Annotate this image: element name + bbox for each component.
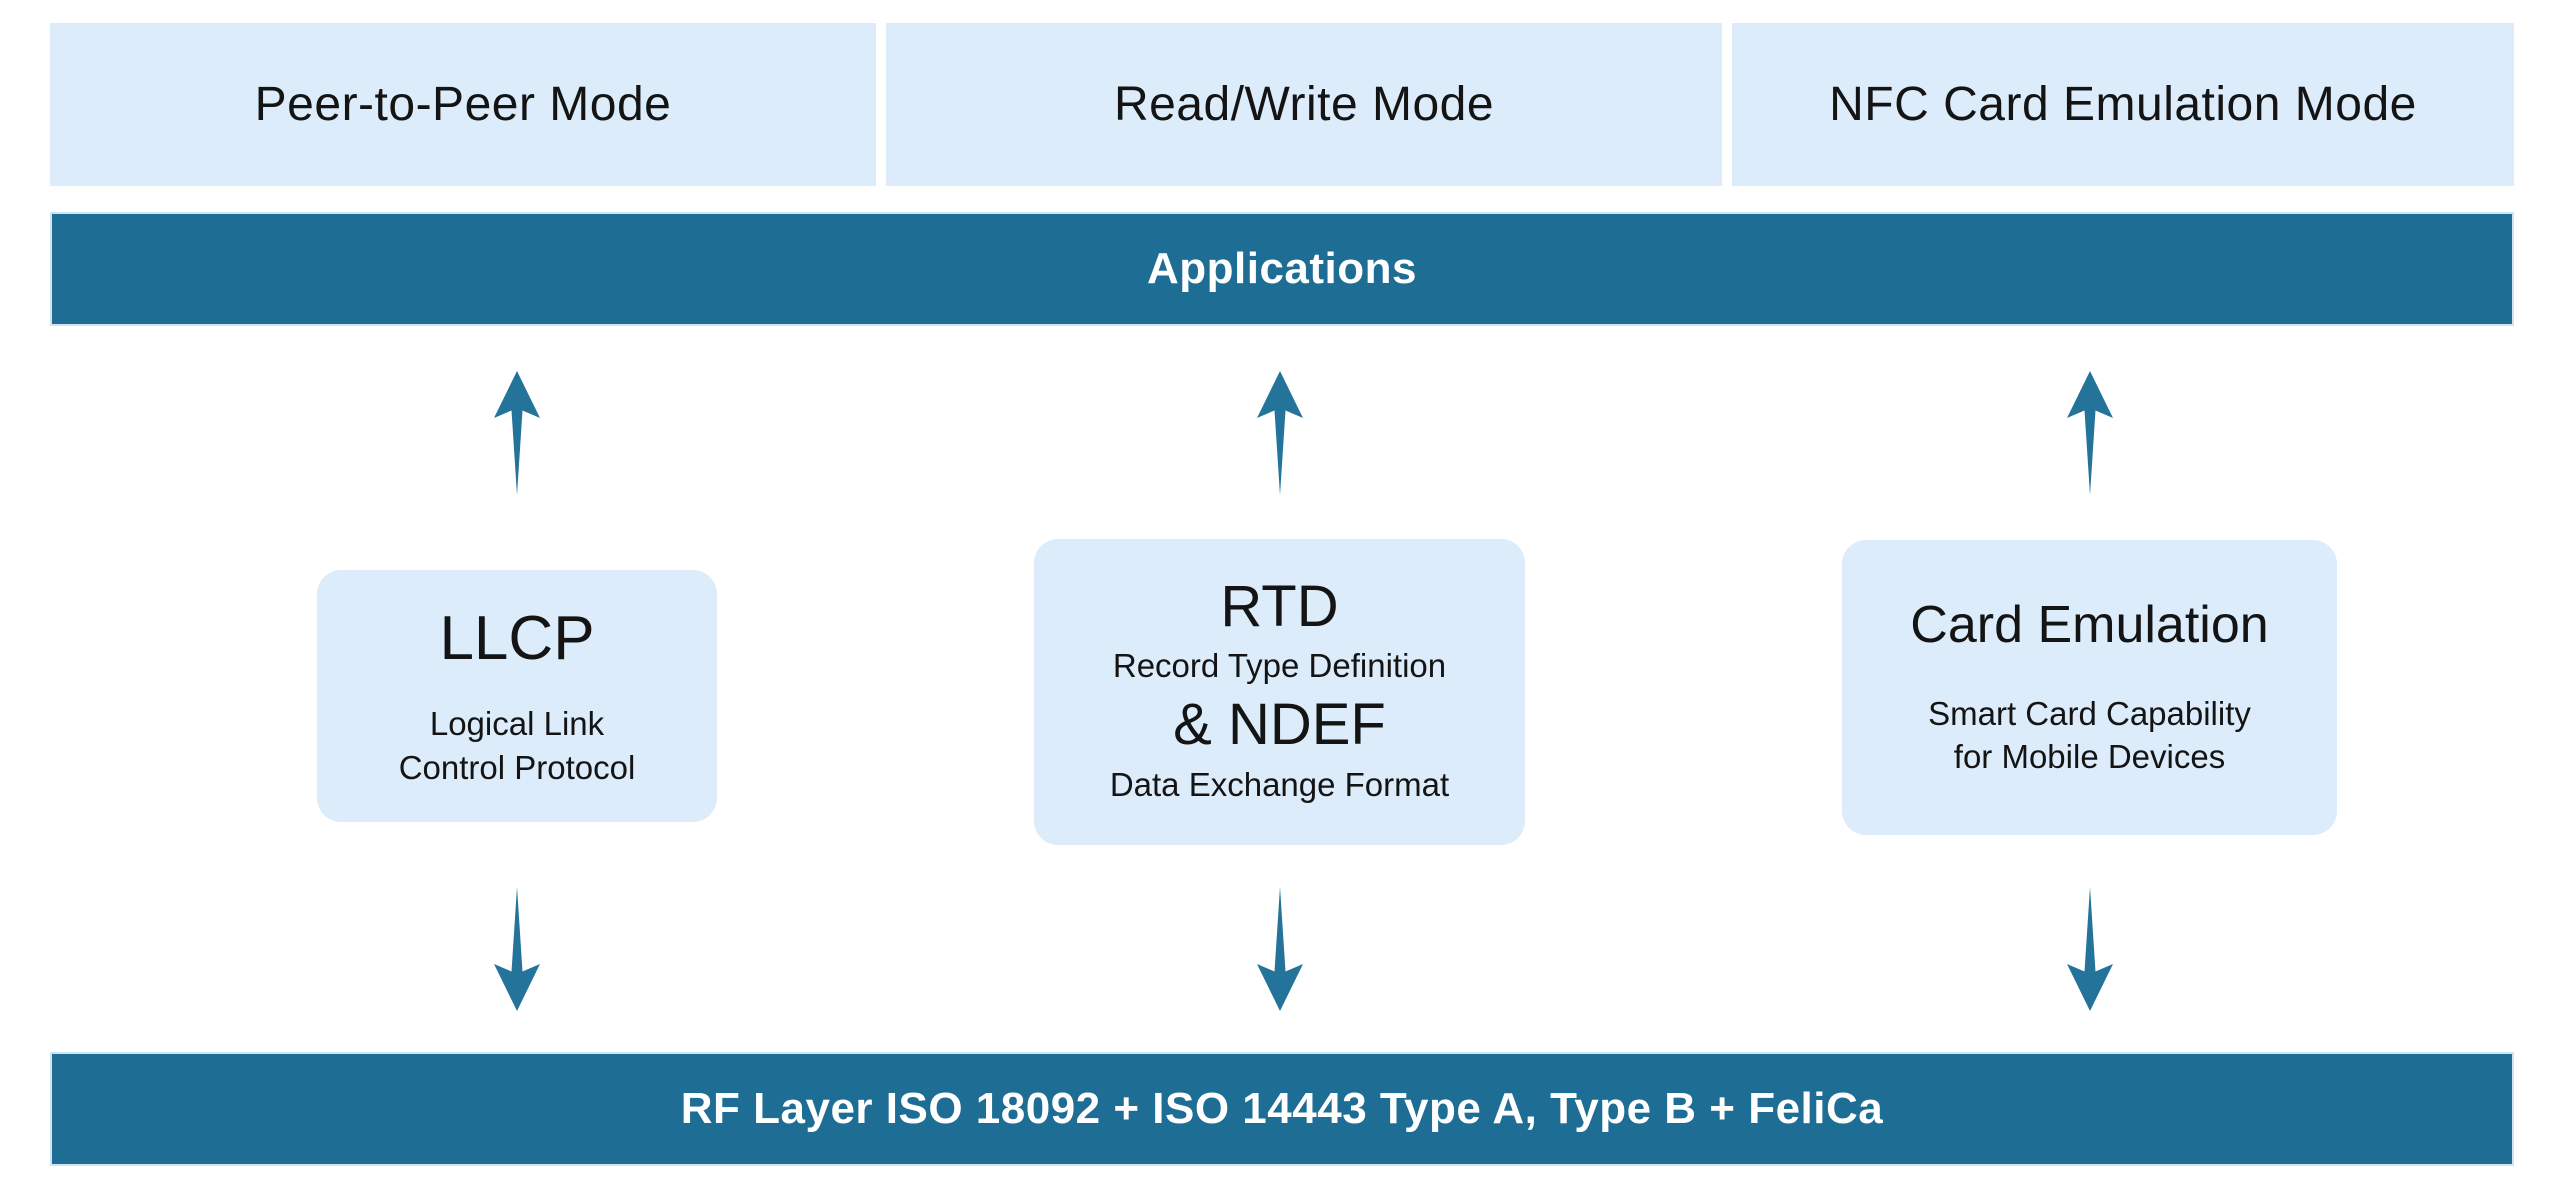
rtd-subtitle: Record Type Definition	[1112, 647, 1447, 685]
llcp-box: LLCP Logical Link Control Protocol	[317, 570, 717, 822]
rtd-title: RTD	[1220, 573, 1339, 639]
card-emulation-box: Card Emulation Smart Card Capability for…	[1842, 540, 2337, 835]
mode-label-card-emulation: NFC Card Emulation Mode	[1829, 78, 2417, 131]
llcp-subtitle-line1: Logical Link	[429, 705, 605, 743]
mode-box-peer-to-peer: Peer-to-Peer Mode	[50, 23, 876, 186]
down-arrow-icon	[494, 887, 540, 1011]
applications-bar: Applications	[50, 212, 2514, 326]
card-emulation-subtitle-line1: Smart Card Capability	[1928, 694, 2251, 732]
up-arrow-icon	[494, 371, 540, 495]
ndef-subtitle: Data Exchange Format	[1109, 765, 1450, 803]
card-emulation-subtitle: Smart Card Capability for Mobile Devices	[1928, 692, 2251, 779]
llcp-subtitle: Logical Link Control Protocol	[399, 702, 636, 789]
rf-layer-bar-label: RF Layer ISO 18092 + ISO 14443 Type A, T…	[680, 1084, 1884, 1133]
down-arrow-icon	[1257, 887, 1303, 1011]
mode-box-read-write: Read/Write Mode	[886, 23, 1722, 186]
ndef-title: & NDEF	[1173, 692, 1386, 757]
mode-label-peer-to-peer: Peer-to-Peer Mode	[254, 78, 672, 131]
up-arrow-icon	[2067, 371, 2113, 495]
rtd-ndef-box: RTD Record Type Definition & NDEF Data E…	[1034, 539, 1525, 845]
card-emulation-subtitle-line2: for Mobile Devices	[1953, 738, 2226, 776]
rf-layer-bar: RF Layer ISO 18092 + ISO 14443 Type A, T…	[50, 1052, 2514, 1166]
llcp-title: LLCP	[439, 603, 595, 673]
mode-label-read-write: Read/Write Mode	[1113, 78, 1495, 131]
applications-bar-label: Applications	[1146, 244, 1418, 293]
card-emulation-title: Card Emulation	[1910, 596, 2269, 655]
llcp-subtitle-line2: Control Protocol	[398, 748, 636, 786]
mode-box-card-emulation: NFC Card Emulation Mode	[1732, 23, 2514, 186]
down-arrow-icon	[2067, 887, 2113, 1011]
up-arrow-icon	[1257, 371, 1303, 495]
